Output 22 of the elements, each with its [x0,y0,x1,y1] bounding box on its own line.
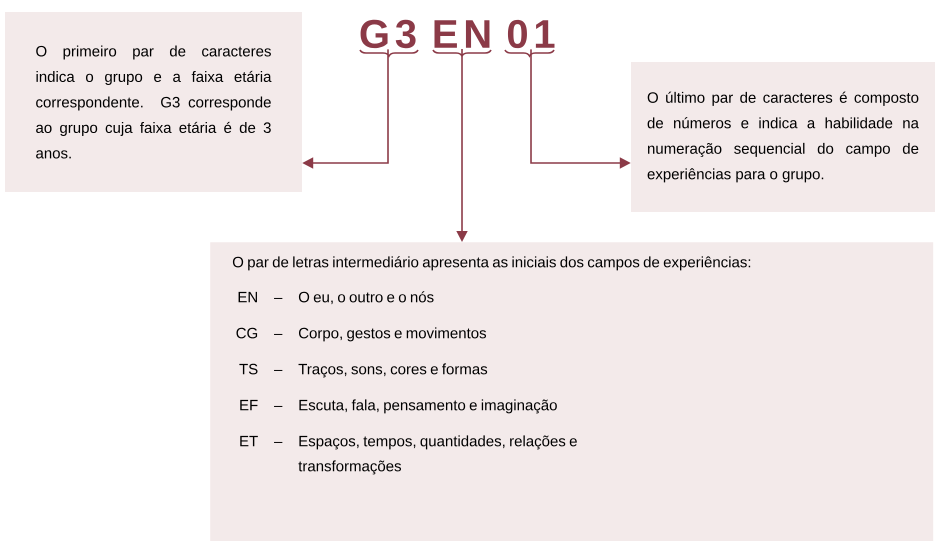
text-box: O primeiro par de caracteres indica o grupo e a faixa etária correspondente. G3 corresponde ao grupo cuja faixa etária é de 3 anos. [5,12,302,192]
list-item-text: Espaços, tempos, quantidades, relações e transformações [298,435,577,474]
dash: – [274,298,282,299]
list-item-text: Traços, sons, cores e formas [298,363,488,378]
paragraph: O par de letras intermediário apresenta as iniciais dos campos de experiências: [232,256,750,270]
list-item-text: Corpo, gestos e movimentos [298,327,486,342]
code-letters: 01 [508,20,554,48]
code-letters: G3 [360,20,416,48]
dash: – [274,370,282,371]
code-letters: EN [434,20,490,48]
code-abbreviation: EF [240,400,258,410]
list-item-text: O eu, o outro e o nós [298,291,434,304]
dash: – [274,442,282,443]
dash: – [274,406,282,407]
code-abbreviation: EN [238,292,257,302]
dash: – [274,334,282,335]
code-abbreviation: TS [239,364,258,374]
code-abbreviation: ET [240,436,258,446]
list-item-text: Escuta, fala, pensamento e imaginação [299,399,557,414]
code-abbreviation: CG [236,328,258,338]
text-box: O último par de caracteres é composto de números e indica a habilidade na numeração sequencial do campo de experiências para o grupo. [631,62,935,212]
text-box [210,242,934,541]
